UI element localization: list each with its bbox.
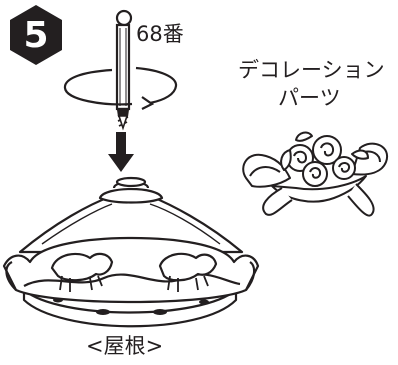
rotation-arrow-icon	[63, 66, 178, 110]
decoration-label-line1: デコレーション	[238, 58, 385, 82]
decoration-label-line2: パーツ	[278, 86, 341, 110]
down-arrow-icon	[108, 132, 134, 172]
roof-label: <屋根>	[86, 334, 164, 358]
step-number: 5	[23, 14, 49, 56]
step-hexagon-icon	[10, 5, 62, 65]
decoration-part-icon	[242, 131, 389, 217]
roof-part-icon	[2, 176, 260, 328]
screw-label: 68番	[136, 22, 184, 46]
screw-icon	[115, 9, 133, 131]
